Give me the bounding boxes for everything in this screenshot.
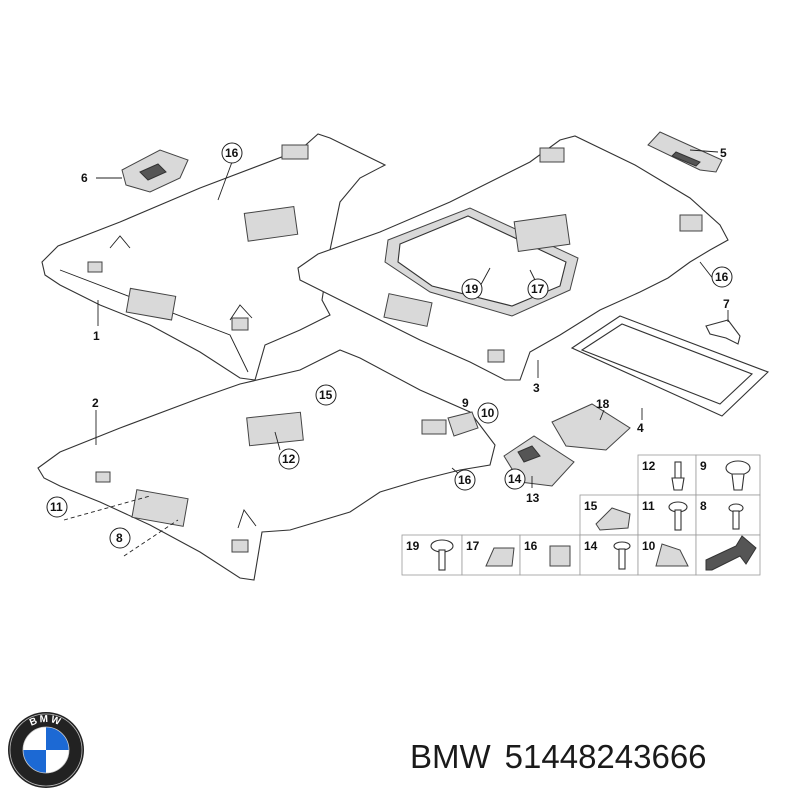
callout-10-circle [477,402,499,424]
part-4-seal [570,315,770,417]
callout-16c: 16 [458,473,472,487]
callout-19: 19 [465,282,479,296]
table-label-17: 17 [466,539,480,553]
callout-14: 14 [508,472,522,486]
callout-17: 17 [531,282,545,296]
callout-15-circle [315,384,337,406]
callout-17-circle [527,278,549,300]
callout-16a: 16 [225,146,239,160]
callout-16a-circle [221,142,243,164]
table-label-14: 14 [584,539,598,553]
fastener-11-screw [668,501,688,531]
leader-lines [63,149,729,557]
callout-2: 2 [92,396,99,410]
callout-19-circle [461,278,483,300]
fastener-19-screw [430,539,454,571]
table-label-12: 12 [642,459,656,473]
callout-3: 3 [533,381,540,395]
callout-14-circle [504,468,526,490]
callout-9: 9 [462,396,469,410]
callout-10: 10 [481,406,495,420]
callout-16b-circle [711,266,733,288]
callout-8: 8 [116,531,123,545]
callout-15: 15 [319,388,333,402]
fastener-12-pin [671,461,685,491]
part-7 [705,319,741,345]
footer-caption: BMW 51448243666 [410,738,721,776]
callout-16c-circle [454,469,476,491]
fastener-table: 12 9 15 11 8 19 17 16 14 10 [401,454,761,576]
callout-16b: 16 [715,270,729,284]
fastener-10 [655,543,689,567]
callout-13: 13 [526,491,540,505]
headliner-2 [37,349,496,581]
fastener-9-clip [725,460,751,491]
callout-1: 1 [93,329,100,343]
callout-7: 7 [723,297,730,311]
callout-12-circle [278,448,300,470]
part-6 [121,149,189,193]
part-5 [647,131,723,173]
fastener-8-screw [728,503,744,530]
table-label-9: 9 [700,459,707,473]
fastener-17 [485,547,515,567]
callout-18: 18 [596,397,610,411]
callout-6: 6 [81,171,88,185]
arrow-icon [705,535,757,571]
fastener-16-pad [549,545,571,567]
headliner-1 [41,133,387,381]
callout-12: 12 [282,452,296,466]
brand-name: BMW [410,738,491,775]
callout-11: 11 [50,500,63,514]
fastener-15 [595,507,631,531]
logo-letters: BMW [28,714,62,729]
callout-labels: 6 1 2 3 4 5 7 9 13 18 16 16 16 19 17 15 … [46,142,733,549]
part-18 [551,403,631,451]
table-label-10: 10 [642,539,656,553]
bmw-logo: BMW [8,712,84,788]
table-label-15: 15 [584,499,598,513]
part-number: 51448243666 [504,738,707,775]
table-label-19: 19 [406,539,420,553]
fastener-14-screw [613,541,631,570]
table-label-8: 8 [700,499,707,513]
callout-4: 4 [637,421,644,435]
callout-11-circle [46,496,68,518]
callout-8-circle [109,527,131,549]
callout-5: 5 [720,146,727,160]
part-9-10-bracket [447,411,479,437]
table-label-11: 11 [642,499,655,513]
table-label-16: 16 [524,539,538,553]
svg-text:BMW: BMW [28,714,64,729]
